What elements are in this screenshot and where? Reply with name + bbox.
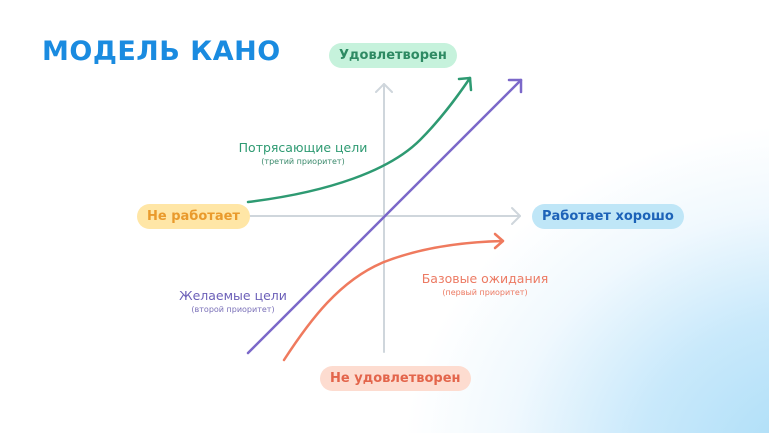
horizontal-axis-arrow-icon bbox=[511, 207, 521, 225]
exciting-label: Потрясающие цели (третий приоритет) bbox=[233, 140, 373, 166]
basic-label-title: Базовые ожидания bbox=[421, 271, 549, 286]
exciting-arrow-icon bbox=[457, 76, 473, 92]
exciting-label-title: Потрясающие цели bbox=[238, 140, 368, 155]
performance-arrow-icon bbox=[507, 78, 523, 94]
works-well-pill: Работает хорошо bbox=[532, 204, 684, 229]
basic-curve bbox=[282, 232, 505, 362]
performance-label-priority: (второй приоритет) bbox=[191, 305, 275, 314]
page-title: МОДЕЛЬ КАНО bbox=[42, 36, 281, 67]
exciting-label-priority: (третий приоритет) bbox=[261, 157, 345, 166]
performance-label: Желаемые цели (второй приоритет) bbox=[168, 288, 298, 314]
not-working-pill: Не работает bbox=[137, 204, 250, 229]
dissatisfied-pill: Не удовлетворен bbox=[320, 366, 471, 391]
satisfied-pill: Удовлетворен bbox=[329, 43, 457, 68]
basic-label: Базовые ожидания (первый приоритет) bbox=[405, 271, 565, 297]
performance-line bbox=[246, 78, 523, 355]
performance-label-title: Желаемые цели bbox=[179, 288, 287, 303]
exciting-curve bbox=[246, 76, 473, 204]
vertical-axis-arrow-icon bbox=[375, 83, 393, 93]
basic-label-priority: (первый приоритет) bbox=[442, 288, 528, 297]
basic-arrow-icon bbox=[493, 232, 505, 250]
